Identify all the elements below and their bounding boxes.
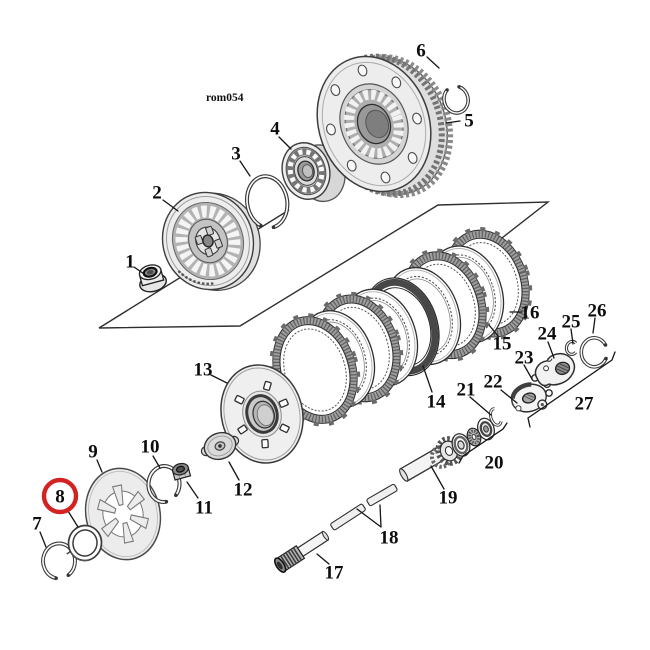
- leader-lines: [39, 56, 616, 565]
- part-label-5: 5: [464, 111, 474, 132]
- part-label-22: 22: [484, 372, 503, 393]
- part-label-3: 3: [231, 144, 241, 165]
- part-label-26: 26: [588, 301, 607, 322]
- part-label-17: 17: [325, 563, 345, 584]
- part-11-nut: [171, 462, 192, 481]
- part-label-2: 2: [152, 183, 162, 204]
- part-17-adjuster-screw: [273, 530, 330, 573]
- part-label-15: 15: [493, 334, 512, 355]
- part-label-6: 6: [416, 41, 426, 62]
- part-7-retaining-ring: [41, 541, 77, 581]
- part-22-ramp-plate-inner: [510, 382, 548, 413]
- part-label-13: 13: [194, 360, 213, 381]
- part-label-9: 9: [88, 442, 98, 463]
- part-label-1: 1: [125, 252, 135, 273]
- part-4-bearing: [281, 142, 346, 203]
- part-13-pressure-plate: [220, 364, 304, 464]
- part-21-keeper-washer: [488, 407, 503, 427]
- part-label-4: 4: [270, 119, 280, 140]
- part-6-snap-ring: [442, 85, 470, 115]
- part-9-diaphragm-spring: [84, 467, 162, 561]
- part-label-23: 23: [515, 348, 534, 369]
- part-label-24: 24: [538, 324, 558, 345]
- part-label-21: 21: [457, 380, 476, 401]
- part-label-18: 18: [380, 528, 399, 549]
- figure-code: rom054: [206, 92, 244, 104]
- part-label-27: 27: [575, 394, 595, 415]
- part-20-washer-set: [451, 417, 495, 457]
- part-label-19: 19: [439, 488, 458, 509]
- part-label-12: 12: [234, 480, 253, 501]
- part-2-clutch-hub: [161, 191, 261, 291]
- part-24-ramp-plate-outer: [534, 352, 576, 387]
- part-label-10: 10: [141, 437, 160, 458]
- part-10-retaining-ring: [146, 464, 182, 504]
- part-3-retaining-ring: [244, 174, 290, 230]
- part-label-11: 11: [195, 498, 213, 519]
- part-18-pushrods: [330, 483, 398, 531]
- part-12-release-plate: [200, 431, 240, 461]
- highlight-circle: [41, 477, 79, 515]
- part-label-20: 20: [485, 453, 504, 474]
- part-label-25: 25: [562, 312, 581, 333]
- part-26-snap-ring: [579, 335, 608, 369]
- part-label-7: 7: [32, 514, 42, 535]
- part-label-14: 14: [427, 392, 447, 413]
- part-label-8: 8: [55, 487, 65, 508]
- part-1-nut: [138, 264, 167, 293]
- part-8-seat-ring: [66, 524, 103, 562]
- part-label-16: 16: [521, 303, 540, 324]
- part-25-clip: [564, 339, 578, 356]
